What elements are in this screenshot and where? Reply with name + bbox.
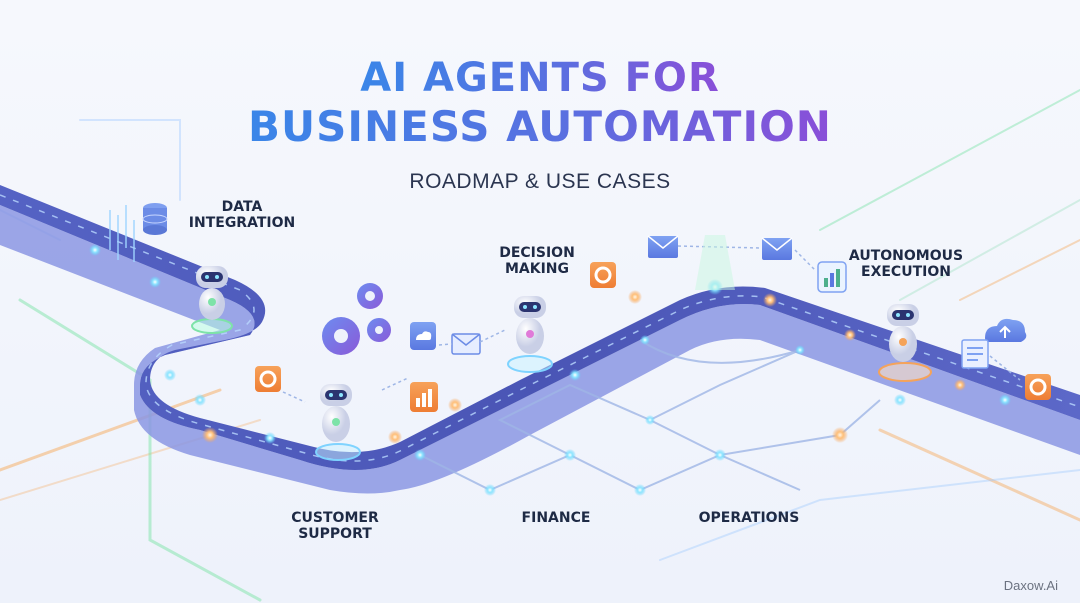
background-glow-lines — [0, 89, 1080, 602]
circuit-nodes — [202, 335, 848, 496]
robot-icon — [320, 384, 352, 442]
stage-label-operations: OPERATIONS — [698, 510, 800, 526]
stage-label-customer-support: CUSTOMER SUPPORT — [291, 510, 379, 542]
database-icon — [142, 203, 168, 235]
robot-icon — [887, 304, 919, 362]
envelope-icon — [647, 235, 679, 258]
connector-lines — [282, 245, 1021, 403]
cloud-upload-icon — [985, 318, 1027, 342]
bar-chart-icon — [817, 261, 847, 293]
data-stream-lines — [109, 205, 135, 262]
robot-icon — [196, 266, 228, 320]
road-lane-lights — [0, 194, 1080, 462]
page-subtitle: ROADMAP & USE CASES — [409, 170, 671, 193]
road-side — [0, 205, 1080, 494]
road-top — [0, 185, 1080, 470]
bar-chart-icon — [410, 382, 438, 412]
gear-icon — [590, 262, 616, 288]
robot-icon — [514, 296, 546, 354]
cloud-upload-icon — [410, 322, 436, 350]
stage-beam — [695, 235, 735, 290]
stage-label-data-integration: DATA INTEGRATION — [188, 199, 296, 231]
stage-label-autonomous-execution: AUTONOMOUS EXECUTION — [848, 248, 964, 280]
envelope-icon — [761, 237, 793, 260]
document-icon — [961, 339, 989, 369]
gear-icon — [1025, 374, 1051, 400]
gear-icon — [255, 366, 281, 392]
stage-label-finance: FINANCE — [521, 510, 591, 526]
page-title-line2: BUSINESS AUTOMATION — [248, 102, 832, 151]
road-nodes — [89, 244, 1011, 444]
gear-icon — [322, 283, 391, 355]
stage-label-decision-making: DECISION MAKING — [499, 245, 575, 277]
circuit-network — [419, 339, 881, 492]
envelope-icon — [451, 333, 481, 355]
brand-watermark: Daxow.Ai — [1003, 578, 1058, 593]
page-title-line1: AI AGENTS FOR — [360, 55, 720, 101]
